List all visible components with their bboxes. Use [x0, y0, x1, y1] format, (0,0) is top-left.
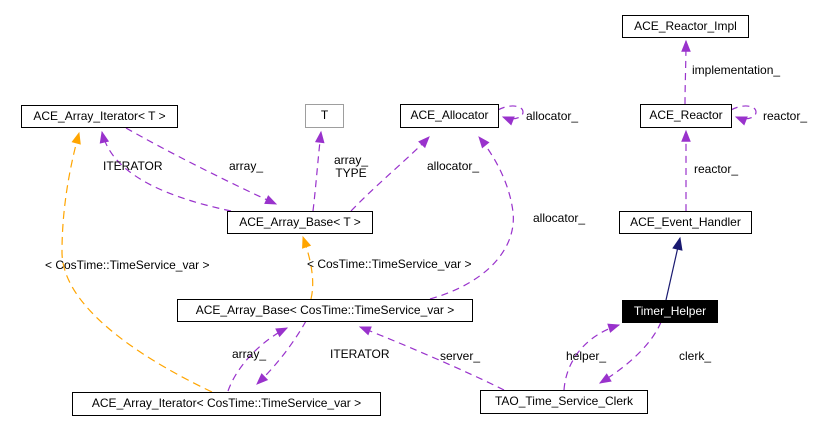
edge-label-type: TYPE — [335, 166, 367, 180]
edge-label-array-bottom: array_ — [232, 347, 267, 361]
edge-label-implementation: implementation_ — [692, 63, 781, 77]
edge-label-template-args-iterator: < CosTime::TimeService_var > — [45, 258, 210, 272]
node-ace-array-base-t[interactable]: ACE_Array_Base< T > — [227, 211, 373, 234]
node-ace-event-handler[interactable]: ACE_Event_Handler — [619, 211, 752, 234]
node-tao-time-service-clerk[interactable]: TAO_Time_Service_Clerk — [480, 390, 648, 414]
edge-label-array-of-t: array_ — [333, 153, 368, 167]
edge-inheritance-timer-helper — [665, 236, 683, 301]
edge-allocator-self-loop — [497, 105, 524, 126]
edge-label-allocator-base-t: allocator_ — [427, 159, 480, 173]
node-ace-allocator[interactable]: ACE_Allocator — [400, 104, 499, 128]
edge-label-clerk: clerk_ — [679, 349, 712, 363]
node-ace-reactor[interactable]: ACE_Reactor — [640, 104, 732, 128]
node-ace-array-iterator-t[interactable]: ACE_Array_Iterator< T > — [21, 105, 178, 128]
edge-label-reactor: reactor_ — [694, 162, 739, 176]
node-ace-array-iterator-costime[interactable]: ACE_Array_Iterator< CosTime::TimeService… — [72, 392, 381, 416]
edge-array-type — [312, 130, 325, 212]
edge-reactor-self-loop — [730, 105, 757, 126]
edge-label-reactor-self: reactor_ — [763, 109, 808, 123]
node-timer-helper-current: Timer_Helper — [622, 300, 718, 323]
edge-label-server: server_ — [440, 349, 481, 363]
edge-label-iterator-bottom: ITERATOR — [330, 347, 390, 361]
node-template-param-t: T — [305, 104, 344, 128]
edge-label-template-args-base: < CosTime::TimeService_var > — [307, 257, 472, 271]
edge-label-allocator-self: allocator_ — [526, 109, 579, 123]
edge-label-helper: helper_ — [566, 349, 607, 363]
node-ace-array-base-costime[interactable]: ACE_Array_Base< CosTime::TimeService_var… — [177, 299, 473, 322]
edge-implementation — [681, 39, 691, 105]
node-ace-reactor-impl[interactable]: ACE_Reactor_Impl — [622, 15, 749, 38]
edge-label-iterator-top: ITERATOR — [103, 159, 163, 173]
edge-label-array-top: array_ — [229, 159, 264, 173]
edge-label-allocator-base-costime: allocator_ — [533, 211, 586, 225]
edge-clerk — [598, 321, 662, 384]
